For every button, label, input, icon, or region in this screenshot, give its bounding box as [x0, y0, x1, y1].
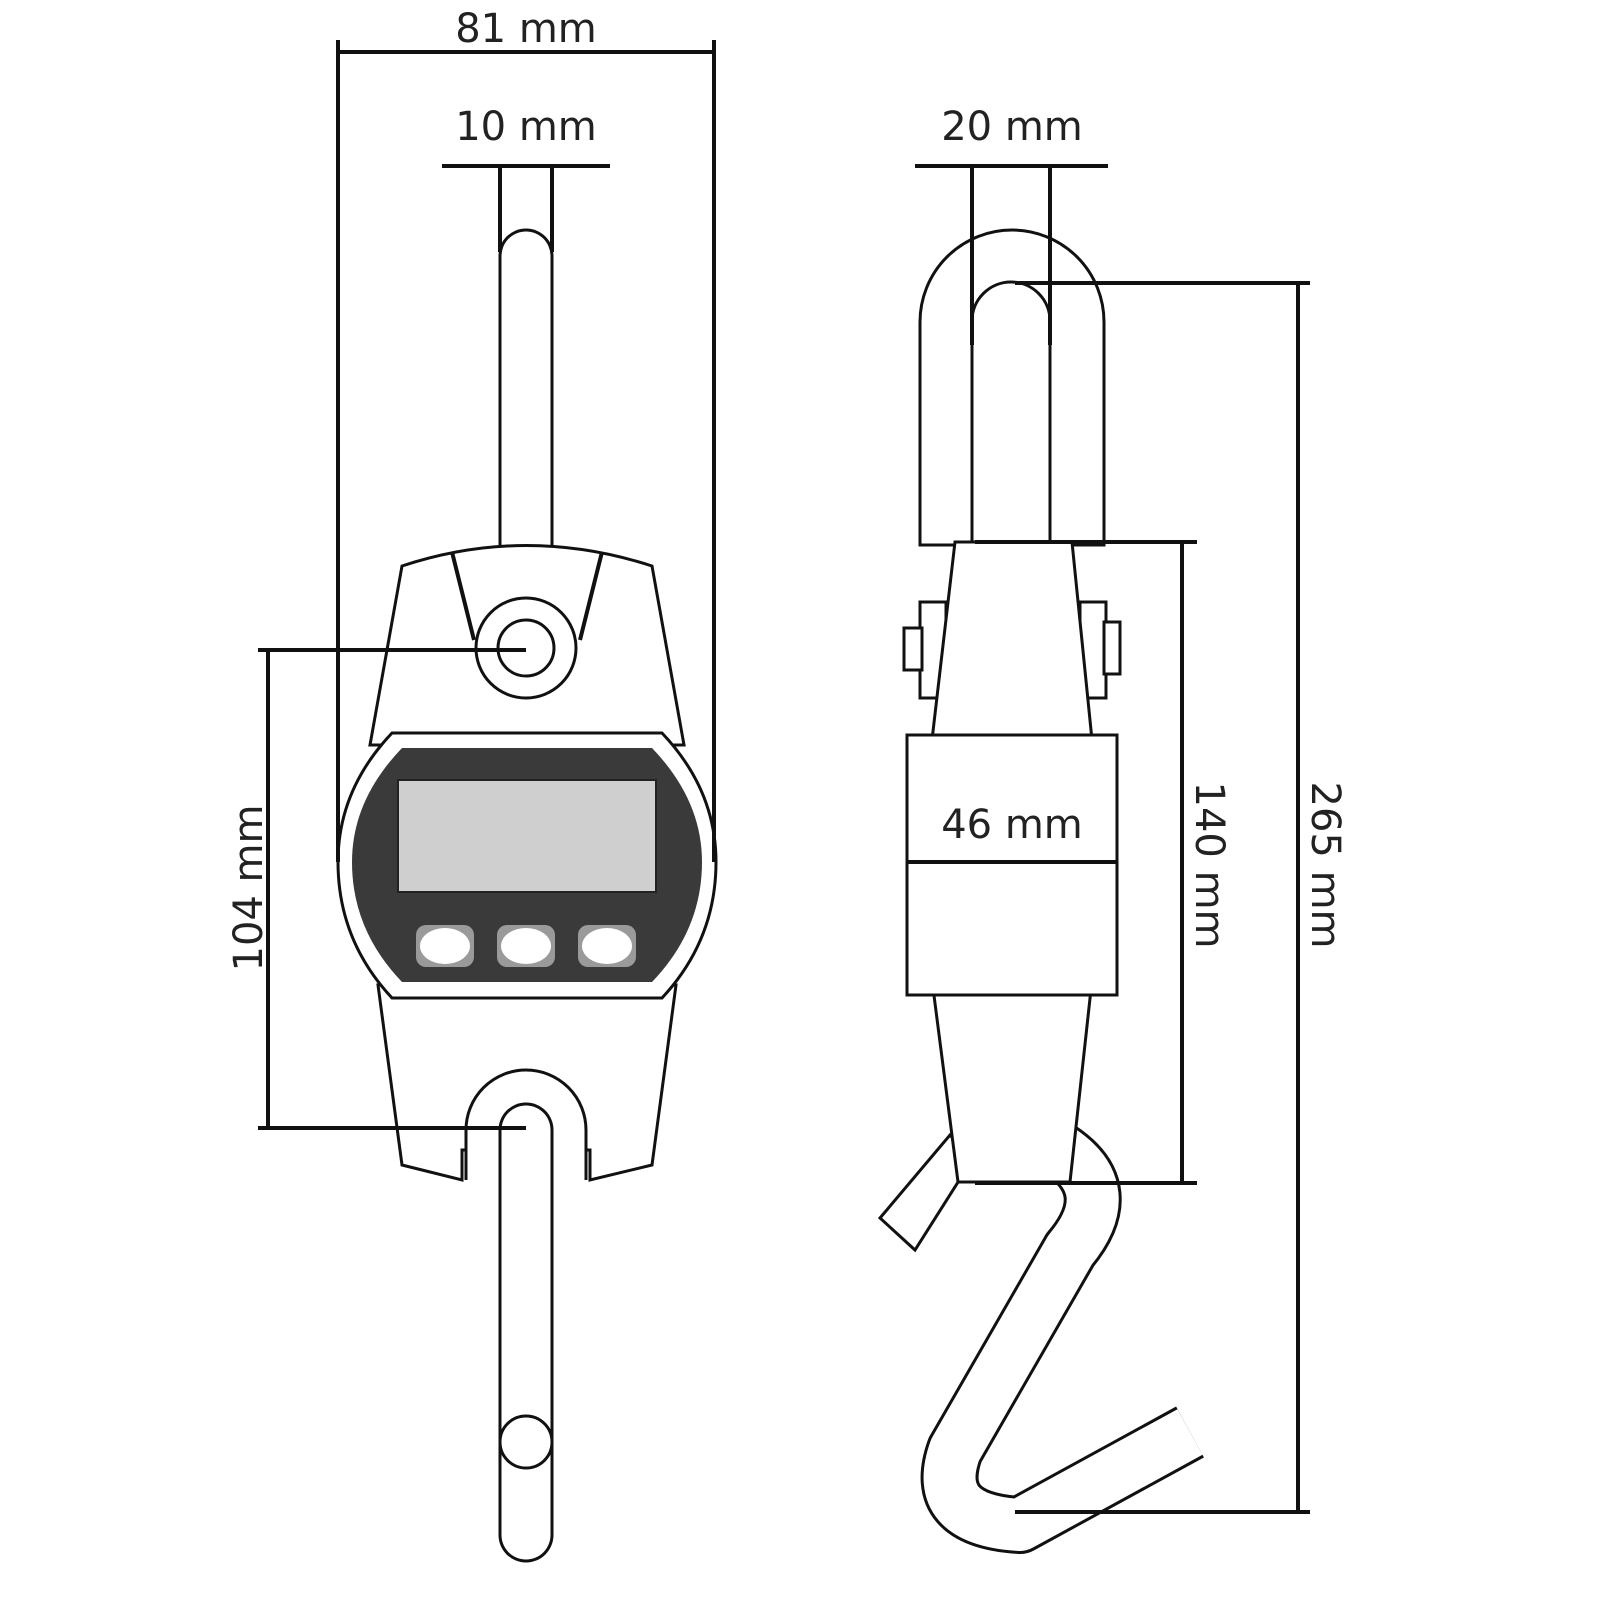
label-46mm: 46 mm [941, 802, 1083, 848]
label-265mm: 265 mm [1302, 782, 1348, 949]
dim-265mm [1015, 281, 1310, 1514]
side-view [877, 164, 1310, 1554]
bottom-hook-hole [498, 1414, 554, 1470]
side-lower-body [930, 978, 1094, 1184]
lcd-screen [397, 779, 657, 893]
label-140mm: 140 mm [1186, 782, 1232, 949]
label-104mm: 104 mm [226, 805, 272, 972]
label-81mm: 81 mm [455, 6, 597, 52]
shackle [918, 228, 1106, 547]
side-hook [920, 1125, 1204, 1554]
label-20mm: 20 mm [941, 104, 1083, 150]
front-view [258, 40, 718, 1563]
dim-104mm [258, 648, 526, 1130]
dim-10mm [442, 164, 610, 252]
dim-140mm [975, 540, 1197, 1185]
side-middle-band [905, 733, 1119, 997]
dim-81mm [336, 40, 716, 862]
dim-20mm [915, 164, 1108, 345]
side-upper-body [930, 540, 1094, 742]
buttons [416, 925, 636, 967]
label-10mm: 10 mm [455, 104, 597, 150]
